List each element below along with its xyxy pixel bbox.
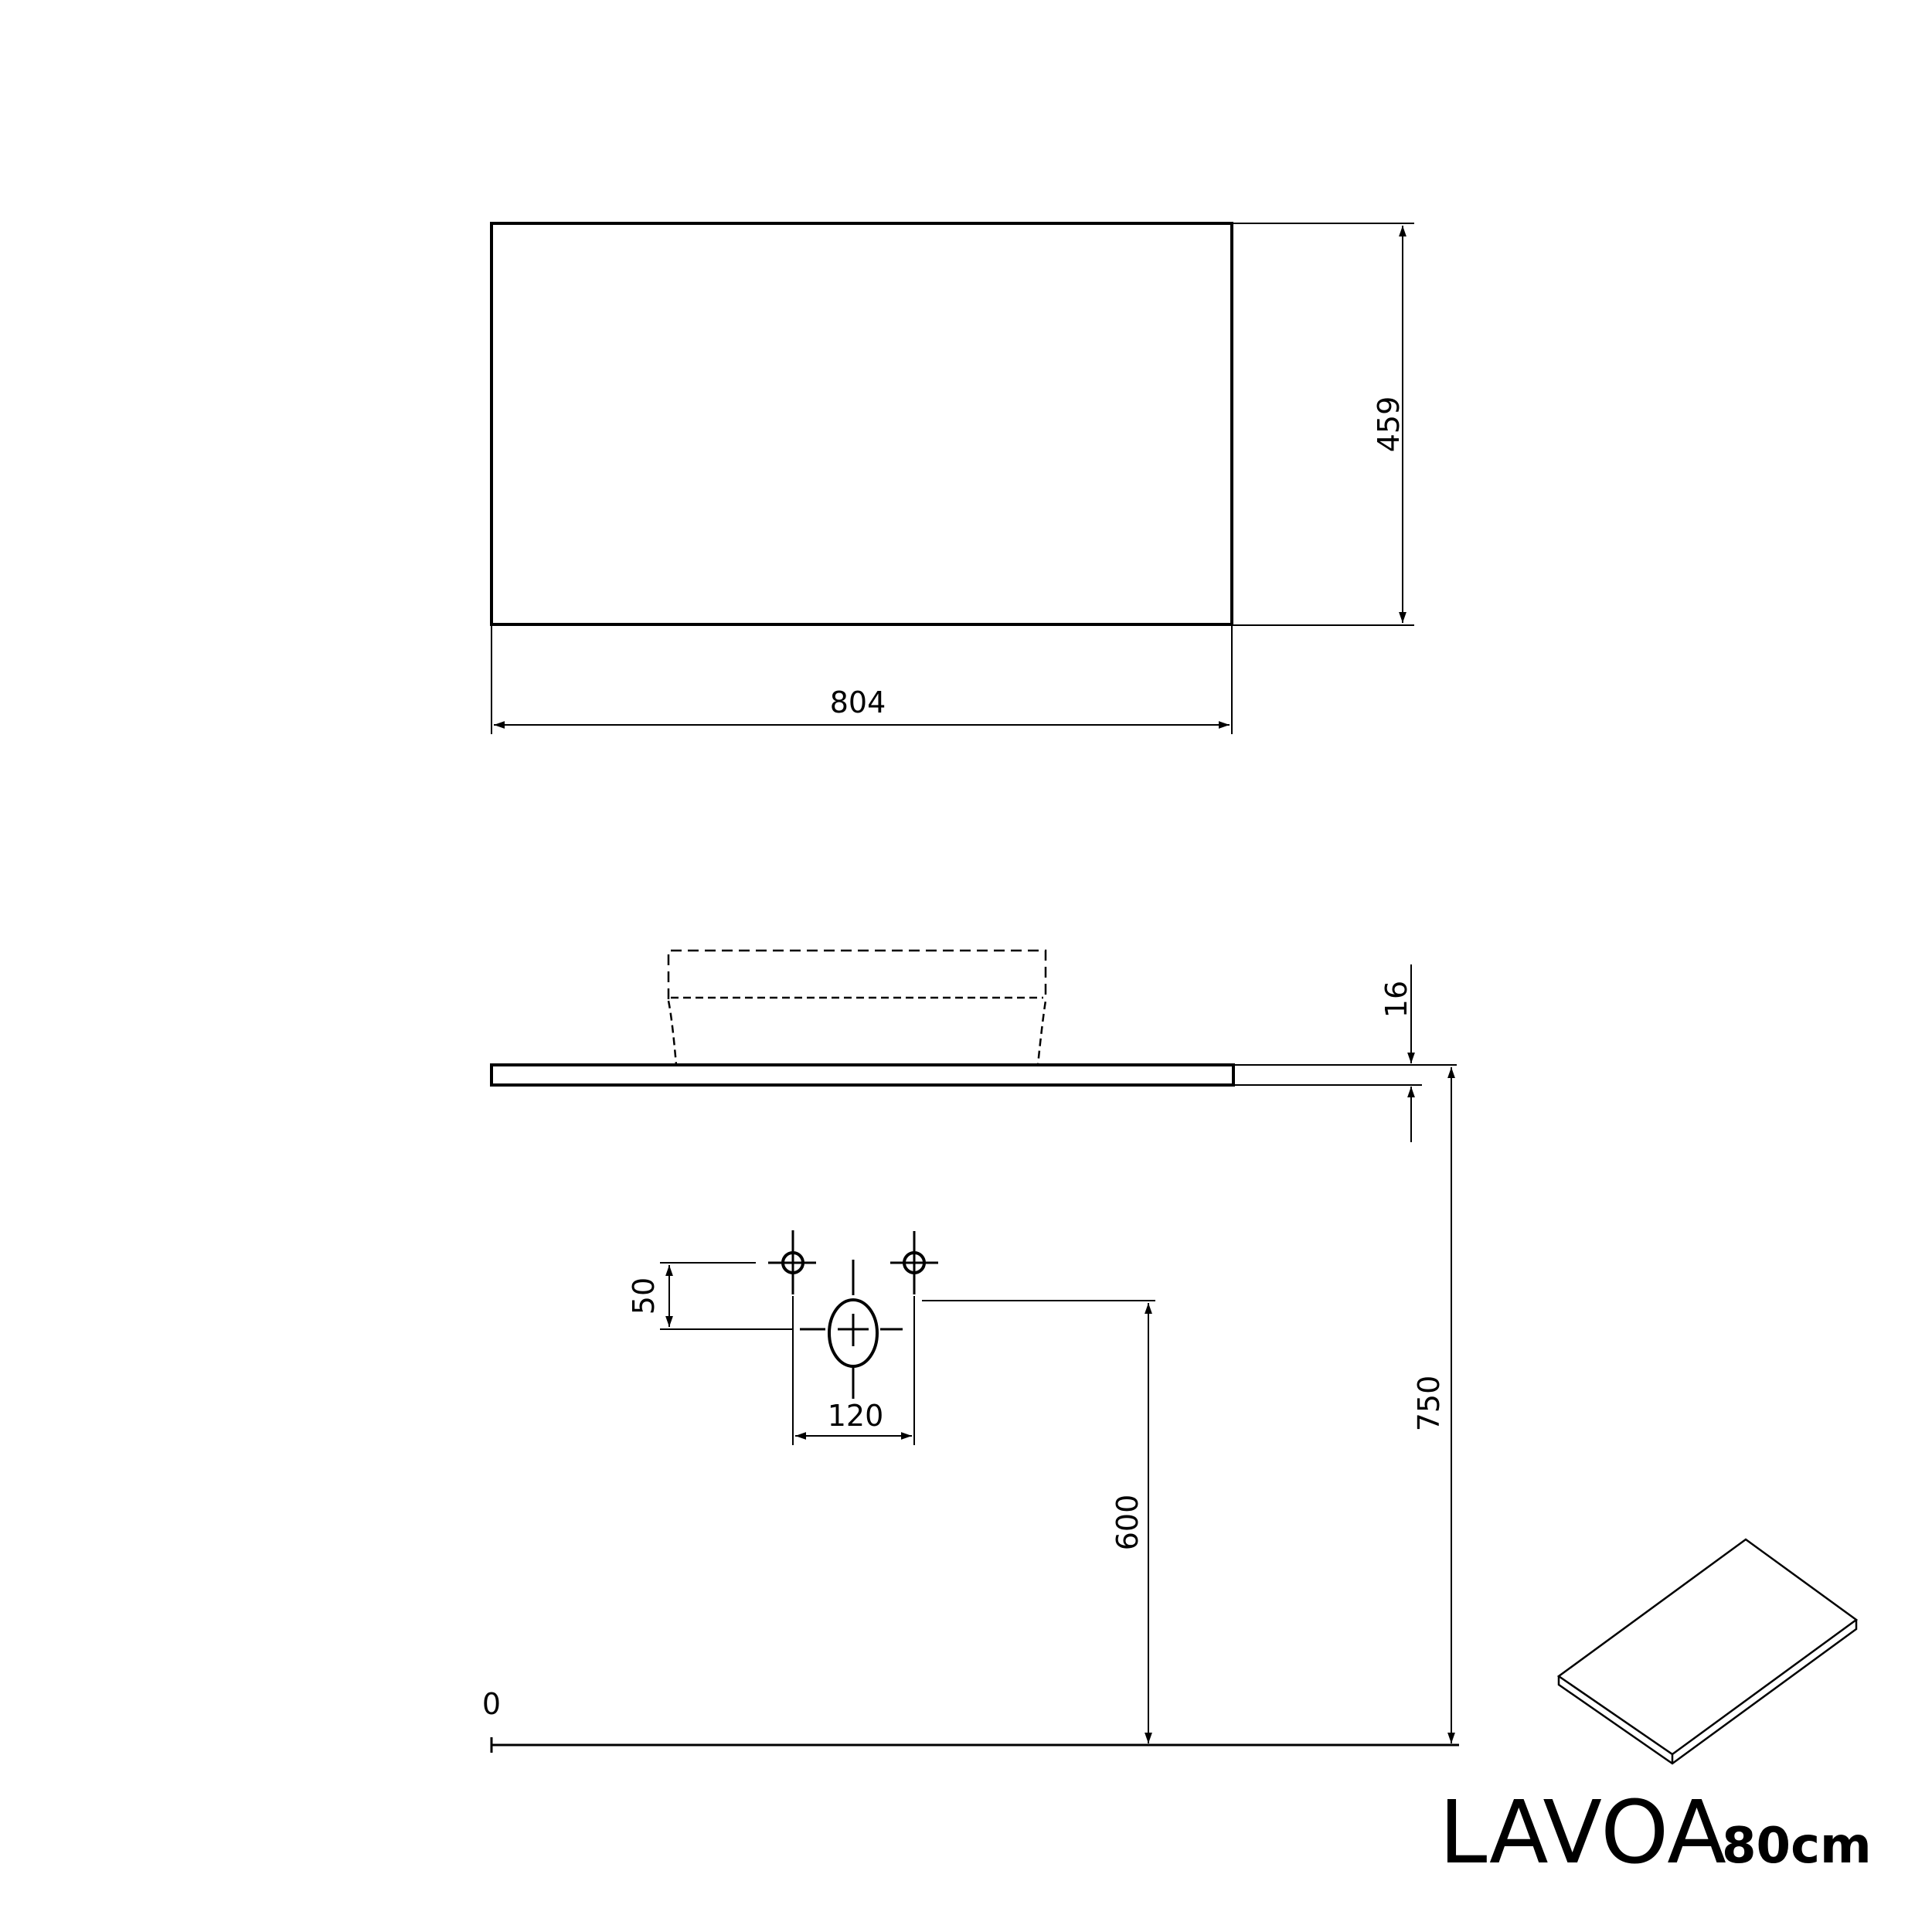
width-dimension: 804 xyxy=(491,626,1233,734)
product-title: LAVOA 80cm xyxy=(1439,1783,1872,1883)
countertop-slab-side xyxy=(490,1063,1235,1087)
front-view: 16 750 xyxy=(482,949,1459,1753)
tap-spacing-label: 120 xyxy=(828,1399,884,1433)
isometric-countertop-icon xyxy=(1556,1538,1859,1765)
thickness-label: 16 xyxy=(1379,981,1413,1018)
product-name: LAVOA xyxy=(1439,1783,1726,1883)
top-view: 459 804 xyxy=(490,222,1414,734)
tap-hole-left-icon xyxy=(768,1230,816,1294)
depth-dimension: 459 xyxy=(1233,223,1414,626)
floor-line: 0 xyxy=(482,1687,1459,1753)
tap-offset-label: 50 xyxy=(627,1277,661,1315)
countertop-plan-outline xyxy=(490,222,1233,626)
width-label: 804 xyxy=(830,685,886,719)
floor-label: 0 xyxy=(482,1687,501,1721)
waste-hole-icon xyxy=(800,1260,903,1399)
waste-height-label: 600 xyxy=(1111,1495,1145,1551)
tap-offset-dimension: 50 xyxy=(627,1262,792,1330)
waste-height-dimension: 600 xyxy=(922,1300,1155,1743)
thickness-dimension: 16 xyxy=(1235,964,1457,1142)
basin-outline-dashed xyxy=(667,949,1047,1066)
tap-spacing-dimension: 120 xyxy=(792,1296,915,1445)
top-height-dimension: 750 xyxy=(1412,1067,1455,1743)
tap-hole-right-icon xyxy=(890,1231,938,1294)
top-height-label: 750 xyxy=(1412,1376,1446,1432)
tap-holes xyxy=(768,1230,938,1399)
product-size: 80cm xyxy=(1722,1818,1872,1875)
depth-label: 459 xyxy=(1372,396,1406,453)
